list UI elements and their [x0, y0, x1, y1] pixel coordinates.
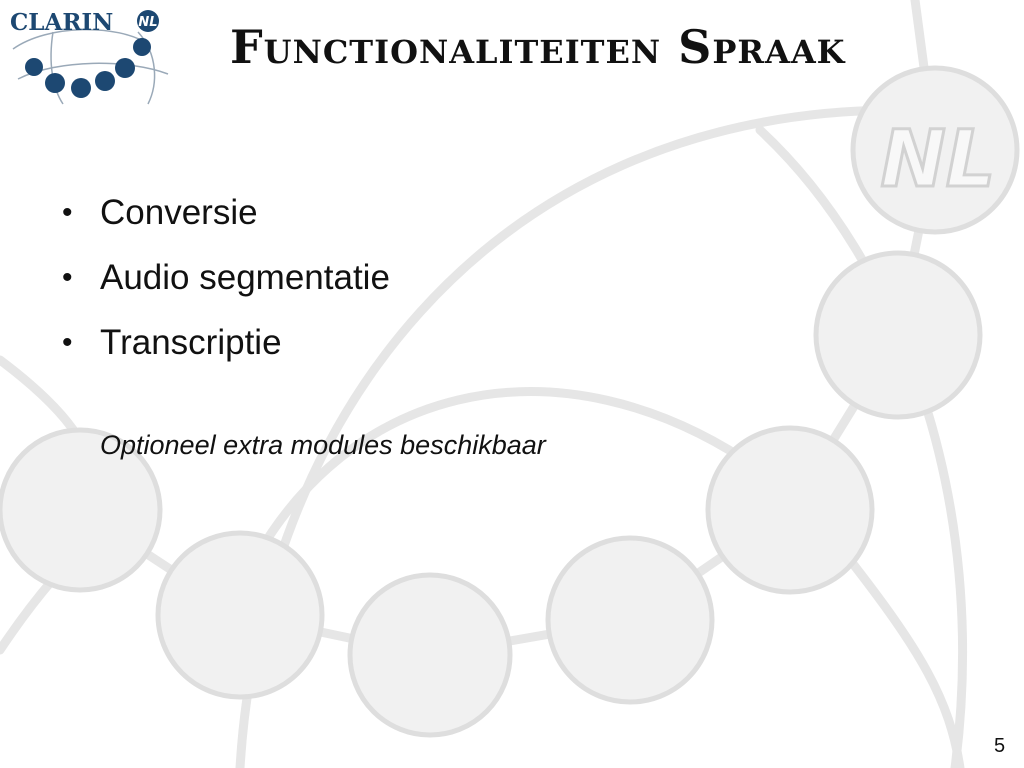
bullet-label: Audio segmentatie — [100, 258, 390, 297]
watermark-badge-text: NL — [881, 115, 996, 205]
bullet-item: • Transcriptie — [62, 318, 390, 383]
bullet-dot: • — [62, 326, 73, 359]
slide-title: Functionaliteiten Spraak — [230, 20, 846, 74]
bullet-item: • Audio segmentatie — [62, 253, 390, 318]
note-text: Optioneel extra modules beschikbaar — [100, 430, 546, 460]
watermark-node — [347, 572, 513, 738]
bullet-label: Transcriptie — [100, 323, 282, 362]
logo-badge-circle — [137, 10, 159, 32]
logo-node — [95, 71, 115, 91]
watermark-node — [545, 535, 715, 705]
bullet-list: • Conversie • Audio segmentatie • Transc… — [62, 188, 390, 383]
bullet-dot: • — [62, 261, 73, 294]
watermark-node — [155, 530, 325, 700]
watermark-node — [813, 250, 983, 420]
watermark-arc-inner — [230, 387, 765, 605]
logo-node — [71, 78, 91, 98]
page-number: 5 — [994, 735, 1006, 757]
logo-node — [45, 73, 65, 93]
clarin-logo: NL CLARIN — [10, 9, 169, 105]
logo-node — [25, 58, 43, 76]
logo-text: CLARIN — [10, 9, 113, 36]
logo-badge-text: NL — [138, 15, 157, 30]
logo-node — [115, 58, 135, 78]
bullet-item: • Conversie — [62, 188, 390, 253]
logo-node — [133, 38, 151, 56]
watermark-node — [705, 425, 875, 595]
bullet-label: Conversie — [100, 193, 258, 232]
watermark-node-badge — [850, 65, 1020, 235]
watermark-node — [0, 427, 163, 593]
watermark-arc-lower-right — [845, 555, 965, 768]
bullet-dot: • — [62, 196, 73, 229]
